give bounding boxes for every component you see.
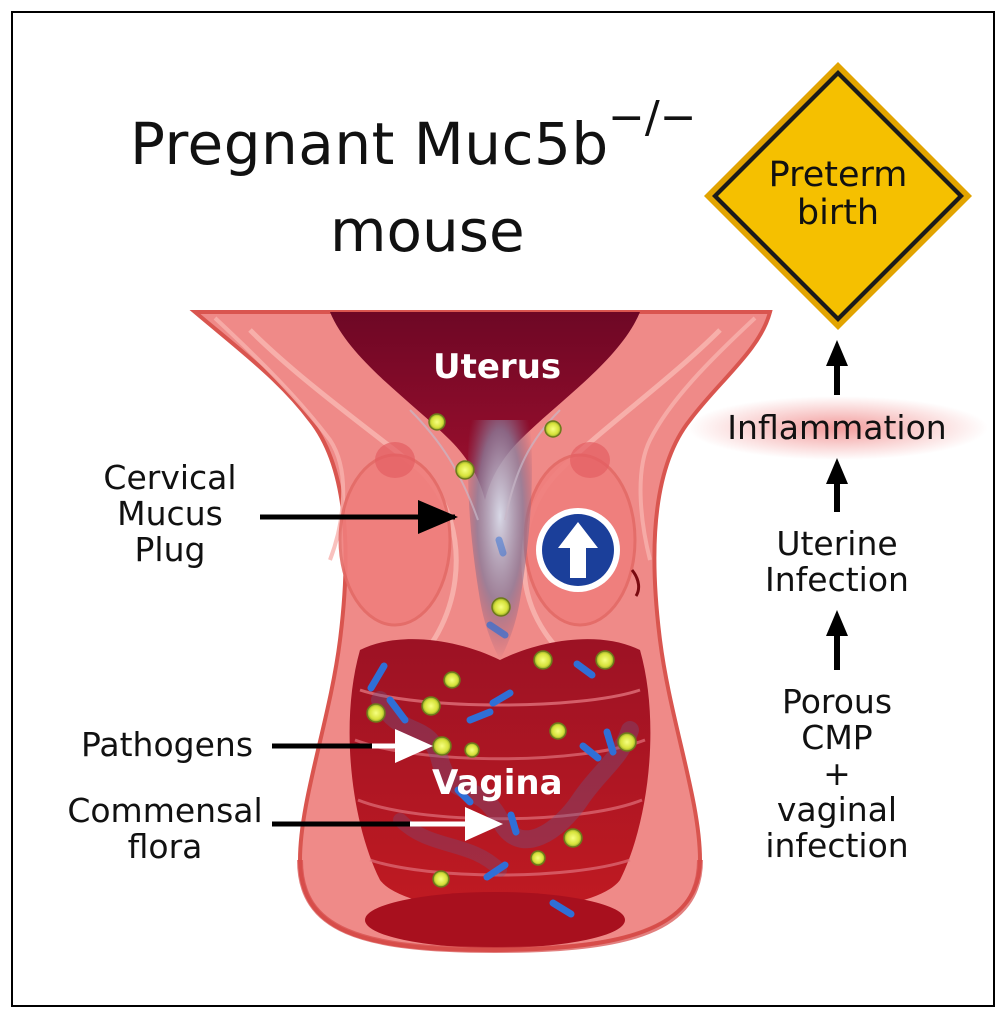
cervical-mucus-plug-label: Cervical Mucus Plug: [90, 460, 250, 568]
pathogens-label: Pathogens: [72, 727, 262, 763]
vagina-label: Vagina: [432, 763, 563, 803]
preterm-birth-line-1: Preterm: [748, 156, 928, 194]
uterine-infection-label: Uterine Infection: [737, 526, 937, 598]
inflammation-label: Inflammation: [717, 410, 957, 446]
porous-cmp-vaginal-infection-label: Porous CMP + vaginal infection: [737, 684, 937, 864]
flow-arrows: [826, 340, 848, 670]
preterm-birth-line-2: birth: [748, 194, 928, 232]
vaginal-opening: [365, 892, 625, 948]
commensal-flora-label: Commensal flora: [60, 793, 270, 865]
up-arrow-badge-icon: [536, 508, 620, 592]
uterus-label: Uterus: [433, 347, 561, 387]
